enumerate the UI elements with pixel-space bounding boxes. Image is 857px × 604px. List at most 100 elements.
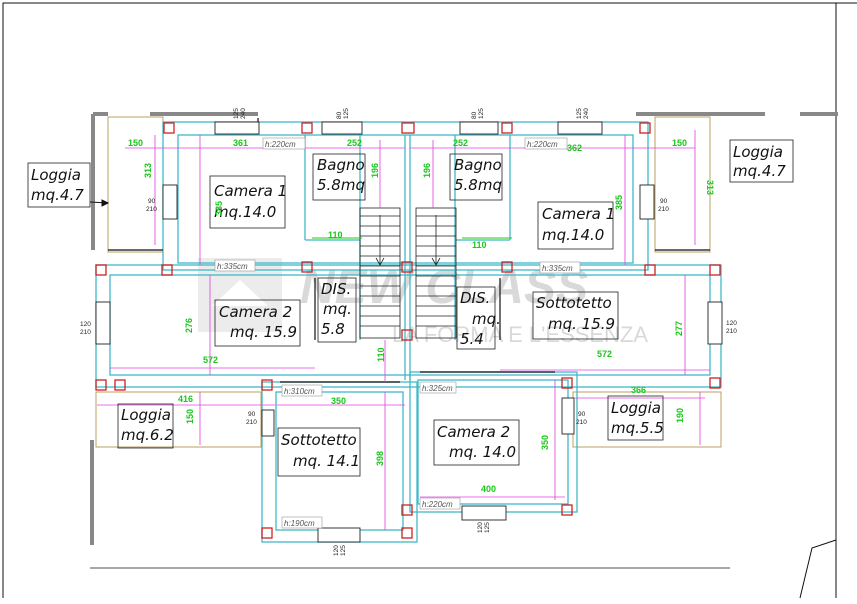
dis-w-value: 5.8 [321,320,345,338]
window-label-12a: 120 [477,522,484,533]
window-label-12b: 125 [484,522,491,533]
dim-150-ne: 150 [672,138,687,148]
dim-150-sw: 150 [185,409,195,424]
room-labels: Loggia mq.4.7 Loggia mq.4.7 Camera 1 mq.… [31,143,786,470]
dim-313-e: 313 [705,180,715,195]
height-label-4: h:335cm [542,264,573,273]
dim-190: 190 [675,408,685,423]
window-label-6b: 210 [658,206,669,213]
loggia-se-name: Loggia [611,399,661,417]
bagno-e-area: 5.8mq [454,176,502,194]
height-label-3: h:335cm [217,262,248,271]
bagno-e-name: Bagno [454,156,502,174]
window-label-2a: 80 [336,111,343,119]
dim-110-c: 110 [376,347,386,362]
dim-366: 366 [631,385,646,395]
arrow-loggia-nw [89,199,110,207]
camera1-w-name: Camera 1 [214,182,287,200]
dim-398: 398 [375,451,385,466]
height-label-2: h:220cm [527,140,558,149]
window-label-3a: 80 [471,111,478,119]
window-label-11b: 125 [340,545,347,556]
dim-276: 276 [184,318,194,333]
height-label-5: h:310cm [284,387,315,396]
dis-e-value: 5.4 [460,330,484,348]
outer-walls [90,112,838,545]
dim-361: 361 [233,138,248,148]
dim-196-w: 196 [370,163,380,178]
sottotetto-e-name: Sottotetto [536,294,612,312]
dim-350-e: 350 [540,435,550,450]
camera2-w-area: mq. 15.9 [230,323,297,341]
dimension-labels: 150 361 252 252 362 150 313 385 196 196 … [128,138,715,494]
room-boxes [27,139,794,477]
window-label-8a: 120 [726,320,737,327]
dim-400: 400 [481,484,496,494]
window-label-7b: 210 [80,329,91,336]
columns [95,122,721,539]
window-label-4a: 125 [576,108,583,119]
window-label-10b: 210 [576,419,587,426]
window-label-2b: 125 [343,108,350,119]
windows [95,121,723,543]
dis-w-area: mq. [323,300,352,318]
height-label-7: h:220cm [422,500,453,509]
dim-416: 416 [178,394,193,404]
dim-196-e: 196 [422,163,432,178]
dim-252-e: 252 [453,138,468,148]
dis-e-name: DIS. [460,289,490,307]
window-label-7a: 120 [80,321,91,328]
camera2-w-name: Camera 2 [219,303,292,321]
dim-150-nw: 150 [128,138,143,148]
loggia-ne-name: Loggia [733,143,783,161]
dis-e-area: mq. [472,310,501,328]
dim-362: 362 [567,143,582,153]
window-label-5b: 210 [146,206,157,213]
window-label-9b: 210 [246,419,257,426]
loggia-sw-area: mq.6.2 [121,426,174,444]
height-label-8: h:190cm [284,519,315,528]
dis-w-name: DIS. [321,280,351,298]
dim-277: 277 [674,321,684,336]
camera1-e-area: mq.14.0 [542,226,604,244]
height-label-1: h:220cm [265,140,296,149]
sottotetto-s-area: mq. 14.1 [293,452,360,470]
dim-572-w: 572 [203,355,218,365]
dim-385-e: 385 [614,195,624,210]
window-label-8b: 210 [726,328,737,335]
loggia-ne-area: mq.4.7 [733,162,786,180]
dim-110-w: 110 [328,230,343,240]
dim-350-s: 350 [331,396,346,406]
window-labels: 125 240 80 125 80 125 125 240 90 210 90 … [80,108,737,556]
loggia-nw-name: Loggia [31,166,81,184]
window-label-5a: 90 [148,198,156,205]
camera1-e-name: Camera 1 [542,205,615,223]
window-label-10a: 90 [578,411,586,418]
loggia-se-area: mq.5.5 [611,419,664,437]
dim-110-e: 110 [472,240,487,250]
sottotetto-e-area: mq. 15.9 [548,315,615,333]
dimension-lines [97,130,710,530]
window-label-3b: 125 [478,108,485,119]
staircase-east [415,207,457,339]
height-label-6: h:325cm [422,384,453,393]
dim-572-e: 572 [597,349,612,359]
dim-313-w: 313 [143,163,153,178]
loggia-nw-area: mq.4.7 [31,186,84,204]
window-label-1a: 125 [233,108,240,119]
dim-252-w: 252 [347,138,362,148]
camera2-s-area: mq. 14.0 [449,443,516,461]
dim-385-w: 385 [214,201,224,216]
camera2-s-name: Camera 2 [437,423,510,441]
window-label-11a: 120 [333,545,340,556]
bagno-w-name: Bagno [317,156,365,174]
window-label-6a: 90 [660,198,668,205]
window-label-4b: 240 [583,108,590,119]
height-labels: h:220cm h:220cm h:335cm h:335cm h:310cm … [214,137,581,529]
sottotetto-s-name: Sottotetto [281,431,357,449]
window-label-9a: 90 [248,411,256,418]
loggia-sw-name: Loggia [121,406,171,424]
window-label-1b: 240 [240,108,247,119]
